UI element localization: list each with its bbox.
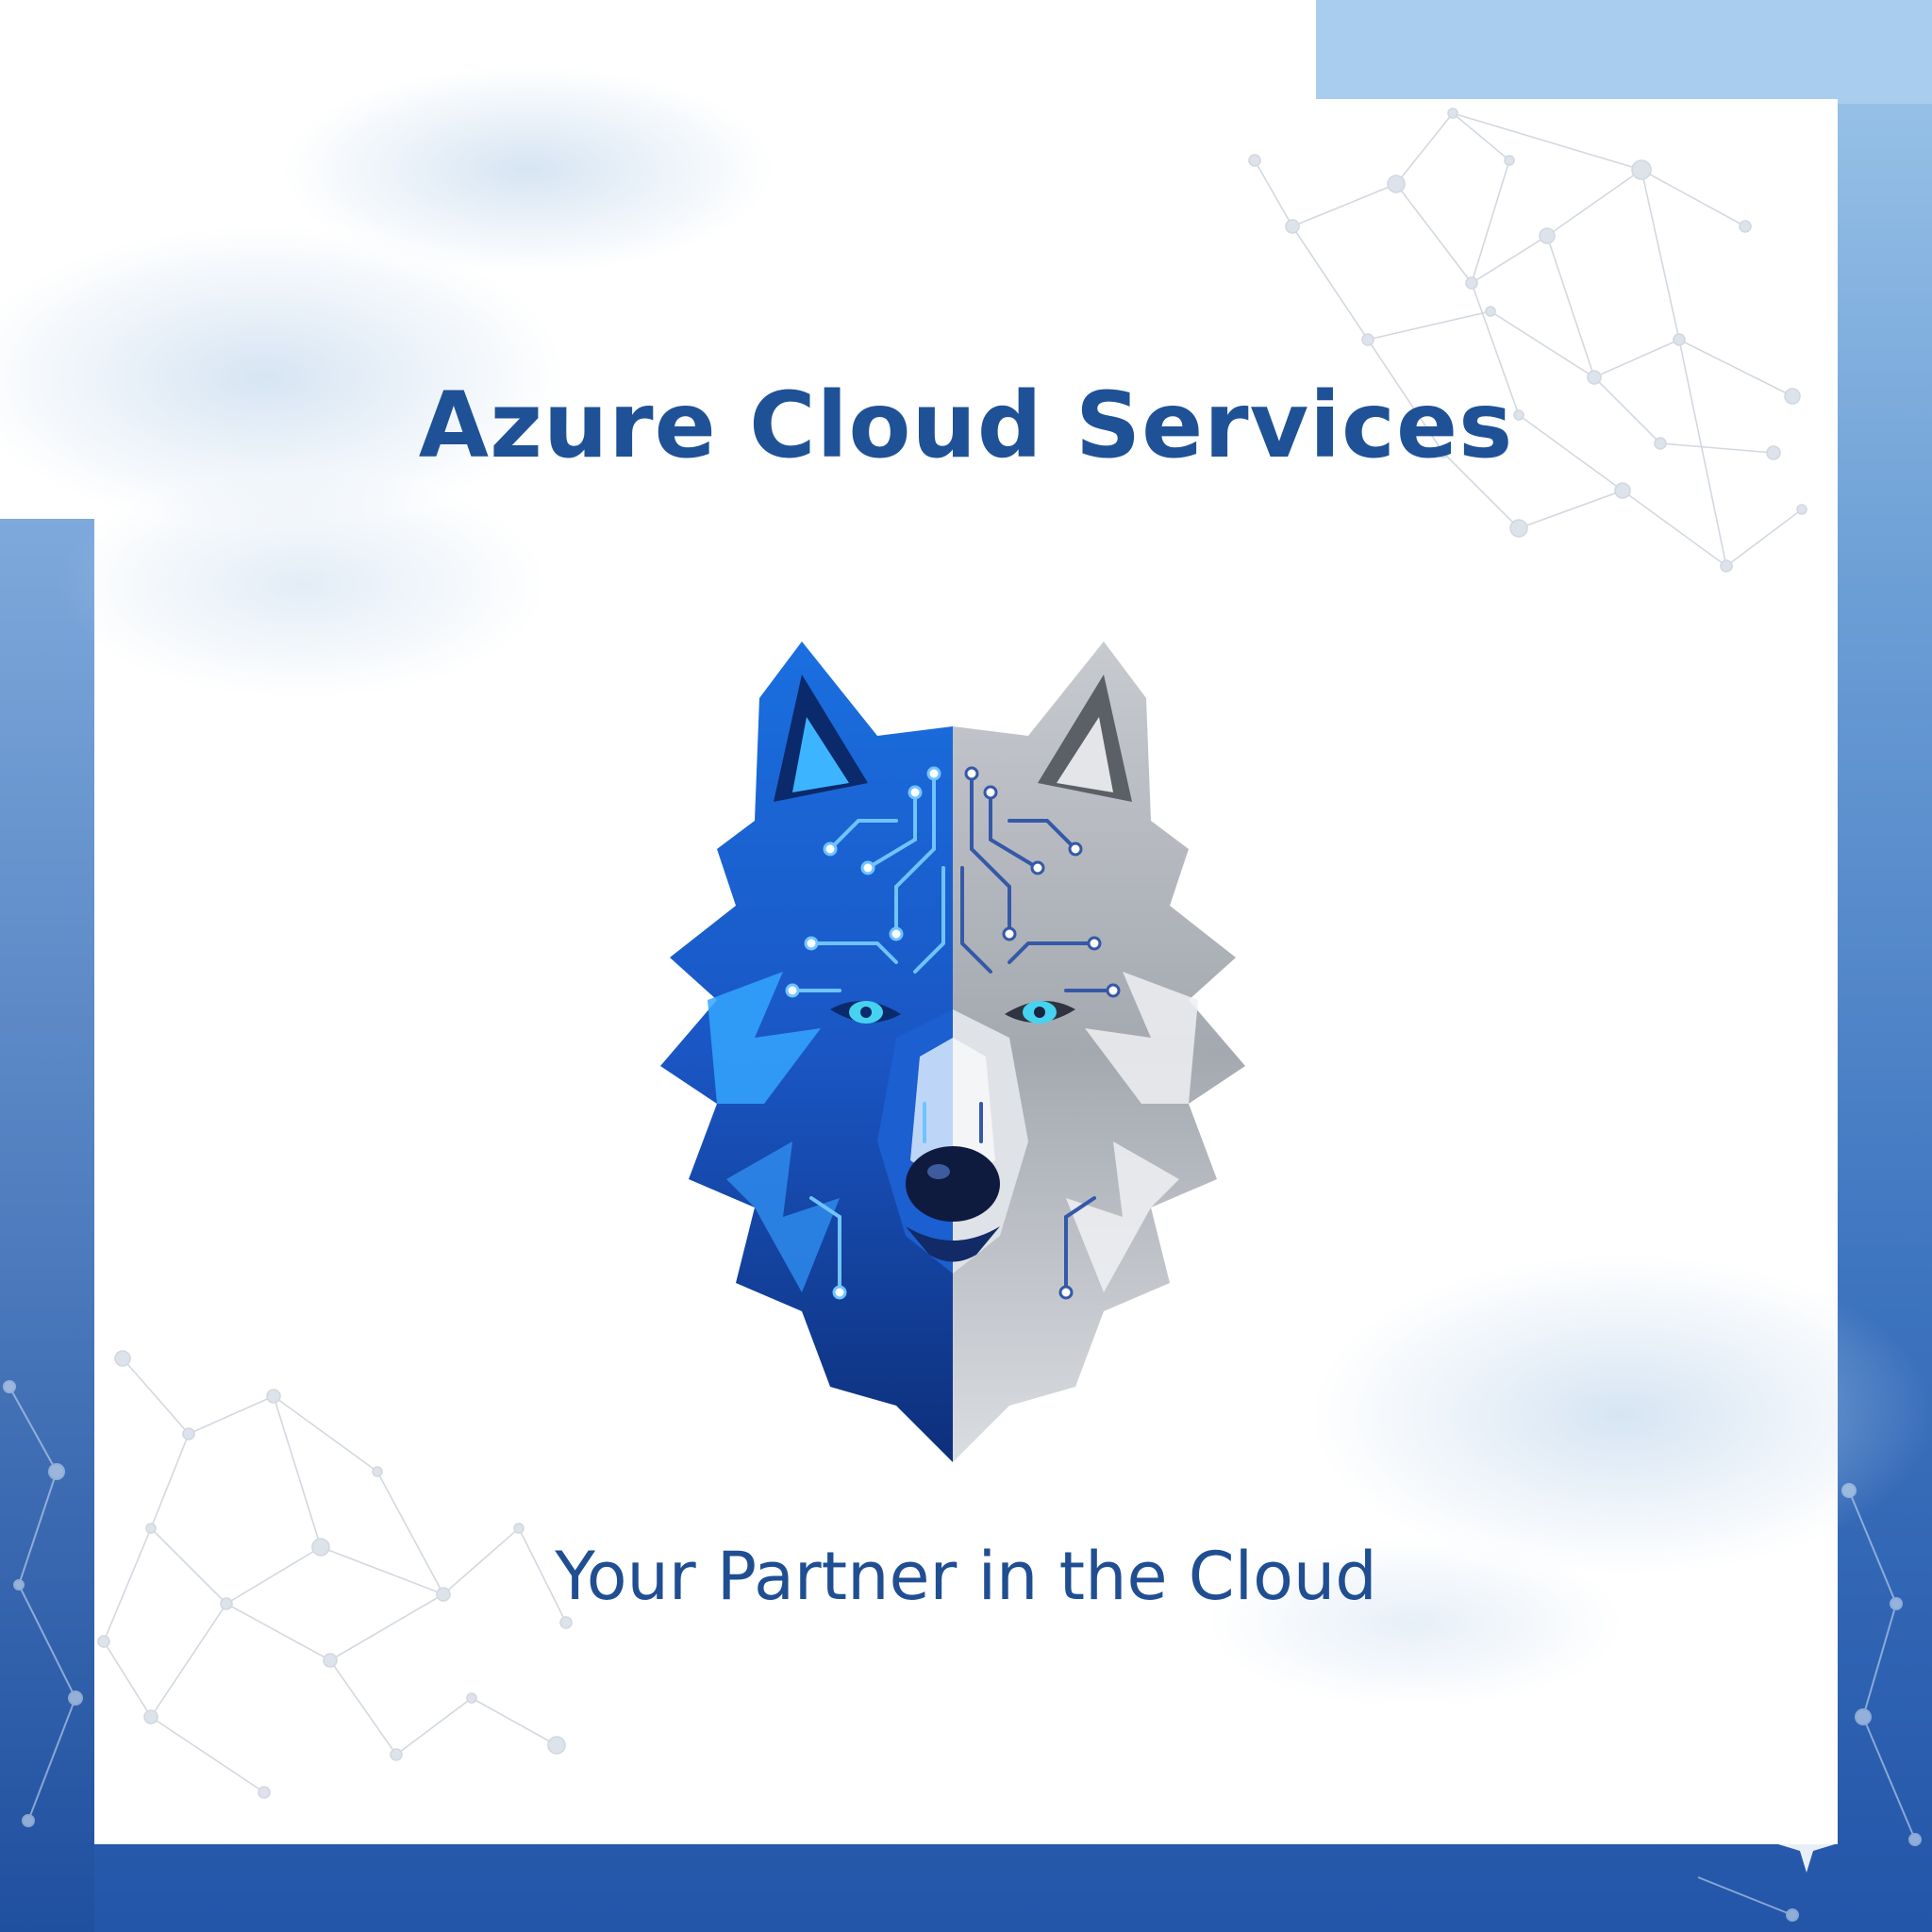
tagline: Your Partner in the Cloud <box>555 1538 1377 1615</box>
network-pattern-frame <box>3 1380 1922 1922</box>
network-pattern-bottom-left <box>97 1350 573 1799</box>
page-title: Azure Cloud Services <box>418 373 1514 478</box>
network-pattern-top-right <box>1248 108 1807 573</box>
wolf-logo-icon <box>660 641 1245 1462</box>
circuit-traces <box>791 772 1115 1294</box>
circuit-nodes <box>785 766 1121 1300</box>
